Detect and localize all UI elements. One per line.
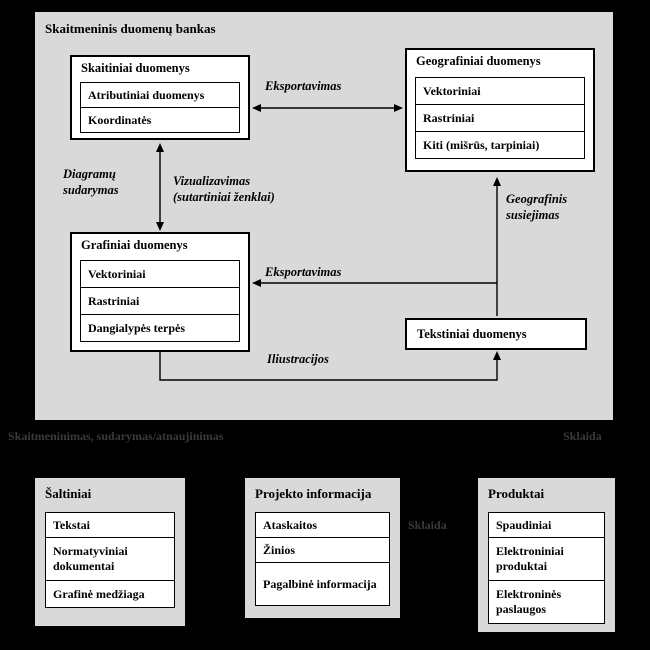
table-row: Koordinatės [80,107,240,133]
faint-annotation-right: Sklaida [563,429,602,443]
projekto-informacija-panel: Projekto informacija Ataskaitos Žinios P… [245,478,400,618]
table-row: Žinios [255,537,390,563]
grafiniai-duomenys-box: Grafiniai duomenys Vektoriniai Rastrinia… [70,232,250,352]
table-row: Vektoriniai [80,260,240,288]
table-row: Pagalbinė informacija [255,562,390,606]
flow-label-eksportavimas-mid: Eksportavimas [265,265,342,279]
flow-label-diagramu-sudarymas: Diagramų sudarymas [63,167,119,198]
saltiniai-panel: Šaltiniai Tekstai Normatyviniai dokument… [35,478,185,626]
table-row: Grafinė medžiaga [45,580,175,608]
produktai-panel: Produktai Spaudiniai Elektroniniai produ… [478,478,615,632]
projekto-informacija-title: Projekto informacija [255,486,372,501]
flow-label-eksportavimas-top: Eksportavimas [265,79,342,93]
tekstiniai-duomenys-box: Tekstiniai duomenys [405,318,587,350]
table-row: Elektroninės paslaugos [488,580,605,624]
table-row: Vektoriniai [415,77,585,105]
table-row: Atributiniai duomenys [80,82,240,108]
grafiniai-duomenys-title: Grafiniai duomenys [81,238,188,252]
produktai-title: Produktai [488,486,545,501]
table-row: Ataskaitos [255,512,390,538]
skaitiniai-duomenys-title: Skaitiniai duomenys [81,61,190,75]
flow-label-geografinis-susiejimas: Geografinis susiejimas [506,192,568,223]
skaitiniai-duomenys-box: Skaitiniai duomenys Atributiniai duomeny… [70,55,250,140]
table-row: Rastriniai [415,104,585,132]
geografiniai-duomenys-box: Geografiniai duomenys Vektoriniai Rastri… [405,48,595,172]
saltiniai-title: Šaltiniai [45,486,92,501]
table-row: Kiti (mišrūs, tarpiniai) [415,131,585,159]
table-row: Normatyviniai dokumentai [45,537,175,581]
table-row: Spaudiniai [488,512,605,538]
table-row: Elektroniniai produktai [488,537,605,581]
flow-label-iliustracijos: Iliustracijos [267,352,329,366]
geografiniai-duomenys-title: Geografiniai duomenys [416,54,541,68]
table-row: Dangialypės terpės [80,314,240,342]
faint-annotation-middle: Sklaida [408,518,447,532]
table-row: Tekstai [45,512,175,538]
flow-label-vizualizavimas: Vizualizavimas (sutartiniai ženklai) [173,174,275,205]
table-row: Rastriniai [80,287,240,315]
faint-annotation-left: Skaitmeninimas, sudarymas/atnaujinimas [8,429,224,443]
data-bank-title: Skaitmeninis duomenų bankas [45,21,216,36]
